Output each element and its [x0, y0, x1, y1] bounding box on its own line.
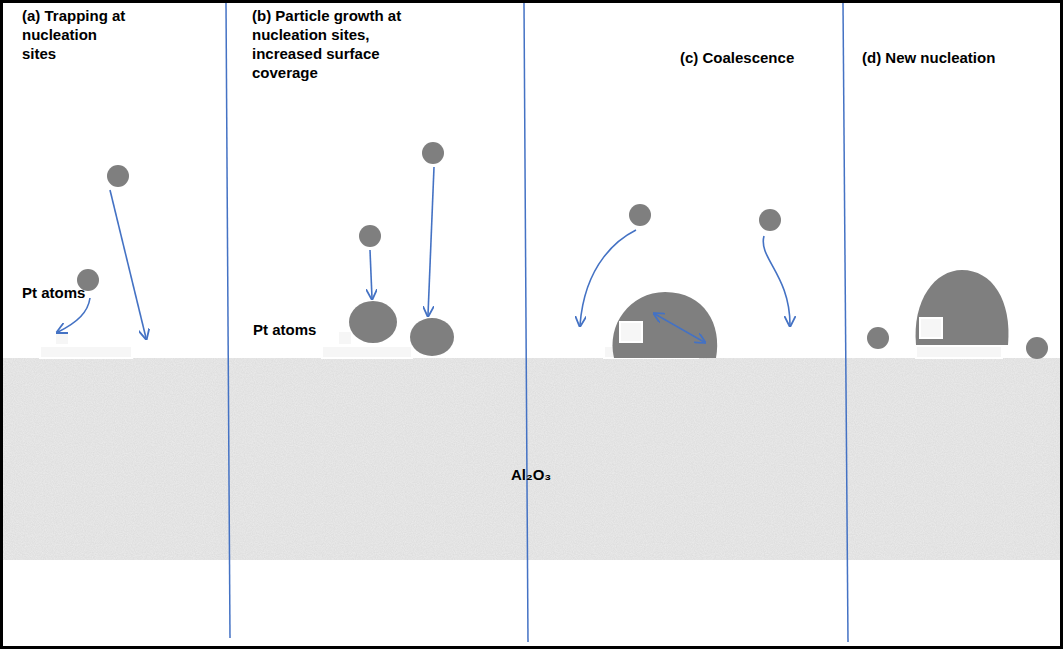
substrate-label: Al₂O₃ [511, 465, 581, 484]
panel-heading: (b) Particle growth at nucleation sites,… [252, 6, 430, 82]
panel-dividers [226, 3, 848, 642]
panel-heading: (c) Coalescence [680, 48, 840, 67]
panel-heading: (a) Trapping at nucleation sites [22, 6, 126, 63]
panel-heading: (d) New nucleation [862, 48, 1052, 67]
arrows [58, 167, 790, 342]
pt-particles [349, 270, 1009, 358]
pt-atoms [77, 142, 1048, 359]
atom-label: Pt atoms [22, 283, 112, 302]
site-fronts [620, 318, 1002, 358]
substrate-texture [0, 358, 1063, 560]
atom-label: Pt atoms [253, 320, 343, 339]
nucleation-sites [40, 318, 1002, 358]
substrate [0, 358, 1063, 560]
